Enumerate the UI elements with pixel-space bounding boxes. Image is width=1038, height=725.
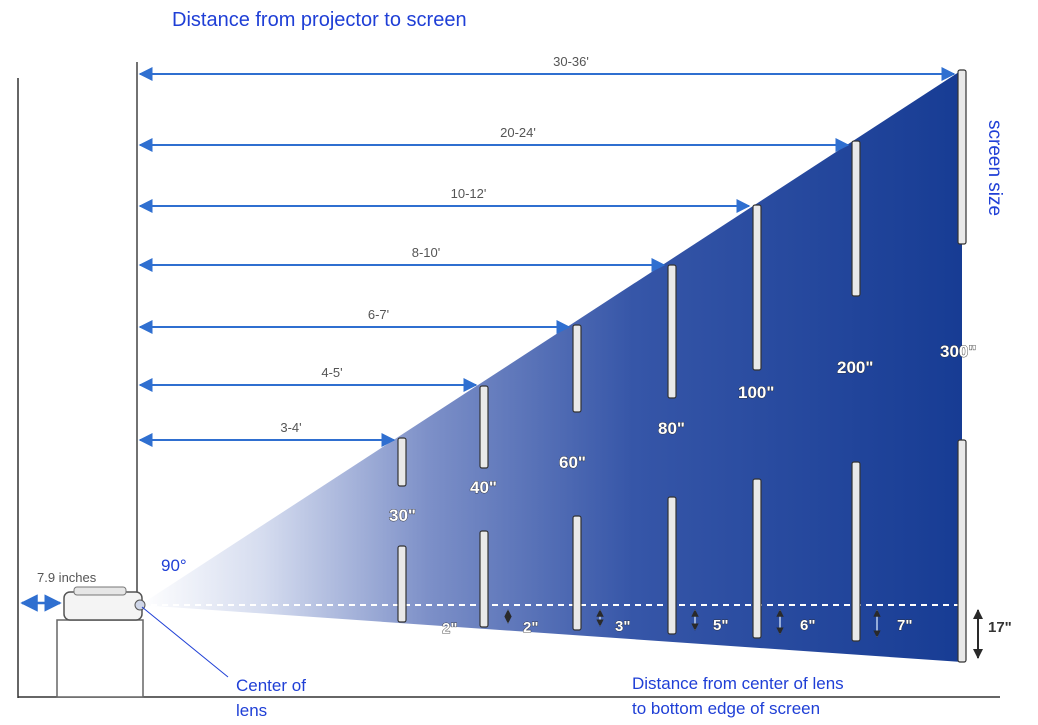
offset-value: 2" bbox=[523, 619, 538, 636]
offset-value: 6" bbox=[800, 617, 815, 634]
lens-label-line1: Center of bbox=[236, 676, 306, 695]
projector-body bbox=[63, 591, 143, 621]
projector-top bbox=[73, 586, 127, 596]
screen-size-value: 30" bbox=[389, 506, 416, 525]
screen-size-value: 60" bbox=[559, 453, 586, 472]
screen-bar bbox=[397, 545, 407, 623]
lens-label-line2: lens bbox=[236, 701, 267, 720]
screen-bar bbox=[479, 385, 489, 469]
distance-label: 6-7' bbox=[368, 307, 389, 322]
bottom-note-line2: to bottom edge of screen bbox=[632, 699, 820, 718]
screen-bar bbox=[957, 439, 967, 663]
screen-bar bbox=[752, 478, 762, 639]
screen-bar bbox=[752, 204, 762, 371]
screen-bar bbox=[667, 496, 677, 635]
screen-size-label: screen size bbox=[984, 120, 1005, 216]
offset-value: 3" bbox=[615, 618, 630, 635]
bottom-note-line1: Distance from center of lens bbox=[632, 674, 844, 693]
distance-label: 4-5' bbox=[321, 365, 342, 380]
distance-label: 8-10' bbox=[412, 245, 441, 260]
distance-label: 10-12' bbox=[451, 186, 487, 201]
screen-bar bbox=[479, 530, 489, 628]
screen-bar bbox=[397, 437, 407, 487]
screen-size-value: 80" bbox=[658, 419, 685, 438]
screen-bar bbox=[572, 515, 582, 631]
screen-bar bbox=[851, 461, 861, 642]
distance-label: 30-36' bbox=[553, 54, 589, 69]
offset-value: 2" bbox=[442, 620, 457, 637]
screens: 300" 17" 200" 7" 100" 6" 80" 5" 60" 3" 40" 2" 30" 2" bbox=[389, 69, 1012, 663]
screen-bar bbox=[572, 324, 582, 413]
projector-width-label: 7.9 inches bbox=[37, 570, 97, 585]
screen-bar bbox=[957, 69, 967, 245]
offset-value: 5" bbox=[713, 617, 728, 634]
offset-value: 17" bbox=[988, 619, 1012, 636]
screen-bar bbox=[667, 264, 677, 399]
distance-arrows: 30-36' 20-24' 10-12' 8-10' 6-7' 4-5' 3-4' bbox=[138, 54, 956, 447]
angle-label: 90° bbox=[161, 556, 187, 575]
offset-value: 7" bbox=[897, 617, 912, 634]
distance-label: 3-4' bbox=[280, 420, 301, 435]
diagram-title: Distance from projector to screen bbox=[172, 9, 467, 31]
screen-size-value: 40" bbox=[470, 478, 497, 497]
screen-bar bbox=[851, 140, 861, 297]
projector-stand bbox=[56, 619, 144, 698]
lens-pointer-line bbox=[141, 606, 229, 678]
screen-size-value: 200" bbox=[837, 358, 873, 377]
screen-size-value: 100" bbox=[738, 383, 774, 402]
distance-label: 20-24' bbox=[500, 125, 536, 140]
projector bbox=[56, 586, 146, 698]
screen-size-value: 300" bbox=[940, 342, 976, 361]
